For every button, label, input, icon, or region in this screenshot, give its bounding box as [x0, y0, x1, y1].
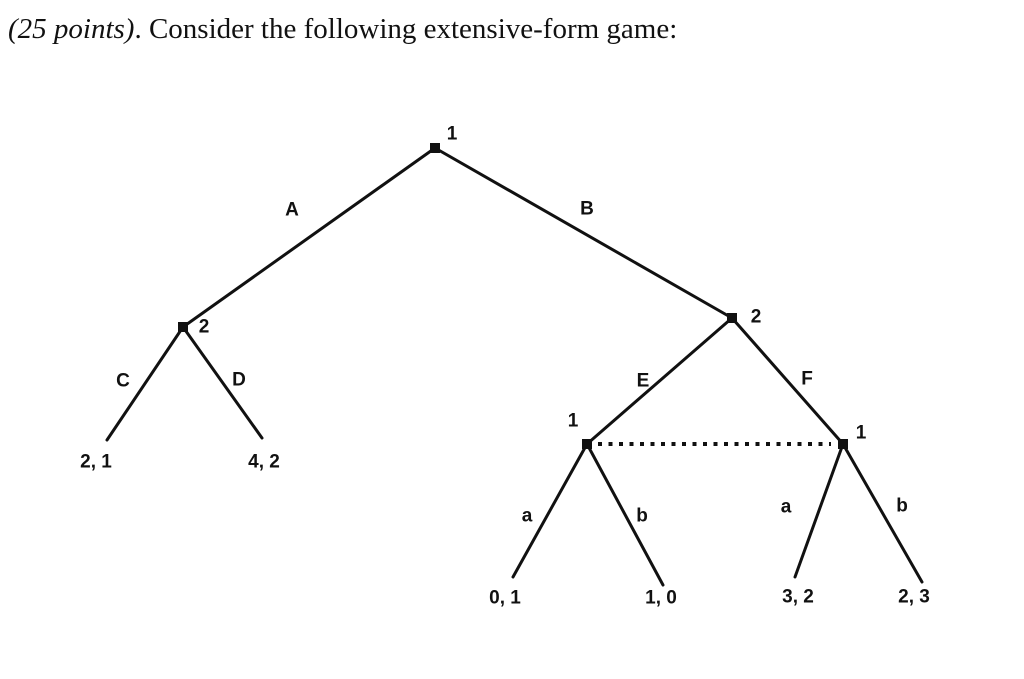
node-infoset-right-player1-square: [838, 439, 848, 449]
edge-b-left-line: [585, 442, 665, 587]
node-right-player-label: 2: [750, 306, 762, 328]
edge-a-left-line: [511, 442, 589, 579]
node-left-player-label: 2: [198, 316, 210, 338]
edge-E-line: [585, 316, 734, 446]
action-label-E: E: [636, 370, 650, 392]
problem-statement: (25 points). Consider the following exte…: [8, 13, 677, 46]
action-label-a-right: a: [780, 496, 792, 518]
points-label: (25 points): [8, 13, 135, 45]
action-label-B: B: [580, 198, 594, 220]
node-right-player2-square: [727, 313, 737, 323]
action-label-A: A: [285, 199, 299, 221]
action-label-C: C: [116, 370, 130, 392]
payoff-after-D: 4, 2: [248, 451, 280, 473]
payoff-after-b-right: 2, 3: [898, 586, 930, 608]
action-label-b-right: b: [896, 495, 908, 517]
payoff-after-C: 2, 1: [80, 451, 112, 473]
edge-D-line: [181, 325, 264, 440]
edge-C-line: [105, 325, 185, 442]
node-infoset-right-player-label: 1: [855, 422, 867, 444]
action-label-b-left: b: [636, 505, 648, 527]
edge-b-right-line: [841, 442, 924, 584]
action-label-F: F: [801, 368, 813, 390]
node-left-player2-square: [178, 322, 188, 332]
payoff-after-a-right: 3, 2: [782, 586, 814, 608]
edge-a-right-line: [793, 442, 845, 579]
node-root-player1-square: [430, 143, 440, 153]
action-label-a-left: a: [521, 505, 533, 527]
edge-B-line: [433, 146, 734, 320]
problem-text: . Consider the following extensive-form …: [134, 13, 678, 45]
edge-F-line: [730, 316, 845, 446]
payoff-after-a-left: 0, 1: [489, 587, 521, 609]
payoff-after-b-left: 1, 0: [645, 587, 677, 609]
node-infoset-left-player1-square: [582, 439, 592, 449]
edge-A-line: [181, 146, 437, 329]
node-root-player-label: 1: [446, 123, 458, 145]
node-infoset-left-player-label: 1: [567, 410, 579, 432]
action-label-D: D: [232, 369, 246, 391]
